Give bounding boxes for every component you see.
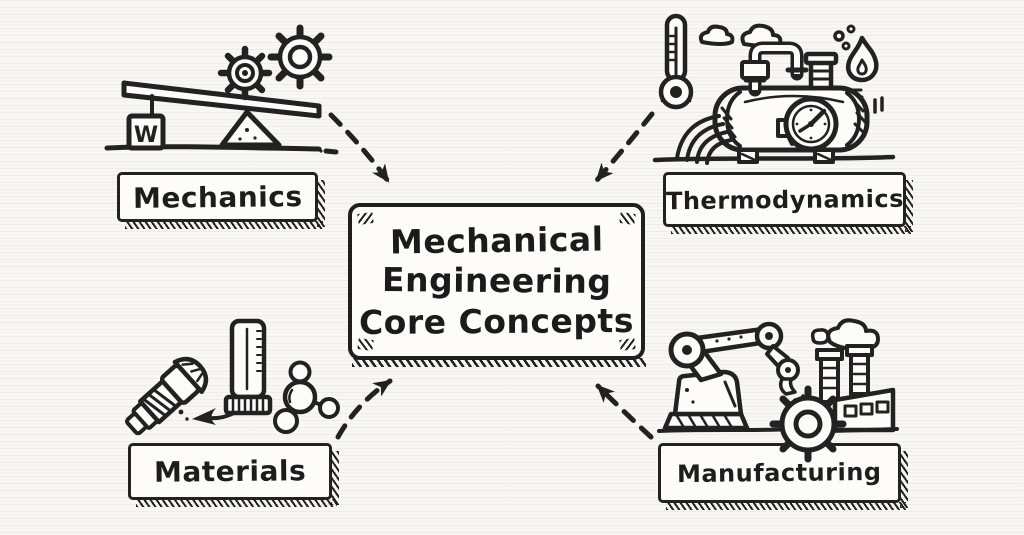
robot-arm-gear-factory-icon: [657, 318, 899, 463]
center-title-line-2: Engineering: [381, 260, 612, 302]
arrow-materials-to-center: [335, 378, 393, 440]
bolt-icon: [125, 356, 209, 436]
manufacturing-label-box: Manufacturing: [658, 443, 908, 510]
materials-label-box: Materials: [128, 443, 339, 507]
tag-shape: [776, 118, 802, 146]
weight-block: [126, 113, 166, 151]
thermodynamics-label: Thermodynamics: [665, 184, 904, 215]
weight-letter: W: [134, 123, 158, 148]
lever-balance-gears-icon: W: [104, 24, 339, 155]
arrow-mechanics-to-center: [328, 112, 391, 184]
center-title-line-3: Core Concepts: [358, 300, 635, 342]
materials-label: Materials: [153, 454, 307, 489]
thermodynamics-label-box: Thermodynamics: [663, 172, 913, 234]
manufacturing-label: Manufacturing: [677, 457, 882, 489]
flame-icon: [846, 35, 884, 114]
factory-icon: [810, 318, 899, 433]
corner-hatch-mark: [619, 212, 636, 225]
steam-clouds: [698, 23, 856, 51]
lever-plank: [121, 80, 322, 119]
ground-line: [652, 154, 896, 163]
corner-hatch-mark: [357, 212, 374, 225]
fulcrum-triangle: [219, 109, 282, 148]
robot-arm-icon: [657, 321, 812, 433]
bolt-cylinder-molecule-icon: [125, 318, 340, 436]
center-title-line-1: Mechanical: [389, 219, 604, 262]
test-cylinder-icon: [223, 318, 273, 416]
arrow-thermodynamics-to-center: [594, 111, 655, 183]
boiler-tank: [712, 41, 870, 164]
mechanics-label-box: Mechanics: [117, 172, 325, 229]
arrow-manufacturing-to-center: [595, 383, 654, 440]
molecule-icon: [273, 360, 340, 434]
small-arrow-doodle: [178, 408, 236, 425]
outlet-hoses: [675, 114, 733, 165]
mechanics-label: Mechanics: [132, 179, 303, 215]
seesaw-lever: W: [104, 80, 339, 155]
center-concept-box: Mechanical Engineering Core Concepts: [348, 203, 646, 367]
boiler-thermometer-flame-icon: [652, 13, 896, 165]
gear-small-icon: [217, 45, 273, 101]
gear-large-icon: [267, 24, 333, 90]
thermometer-icon: [658, 13, 694, 110]
pressure-gauge-icon: [783, 96, 839, 152]
